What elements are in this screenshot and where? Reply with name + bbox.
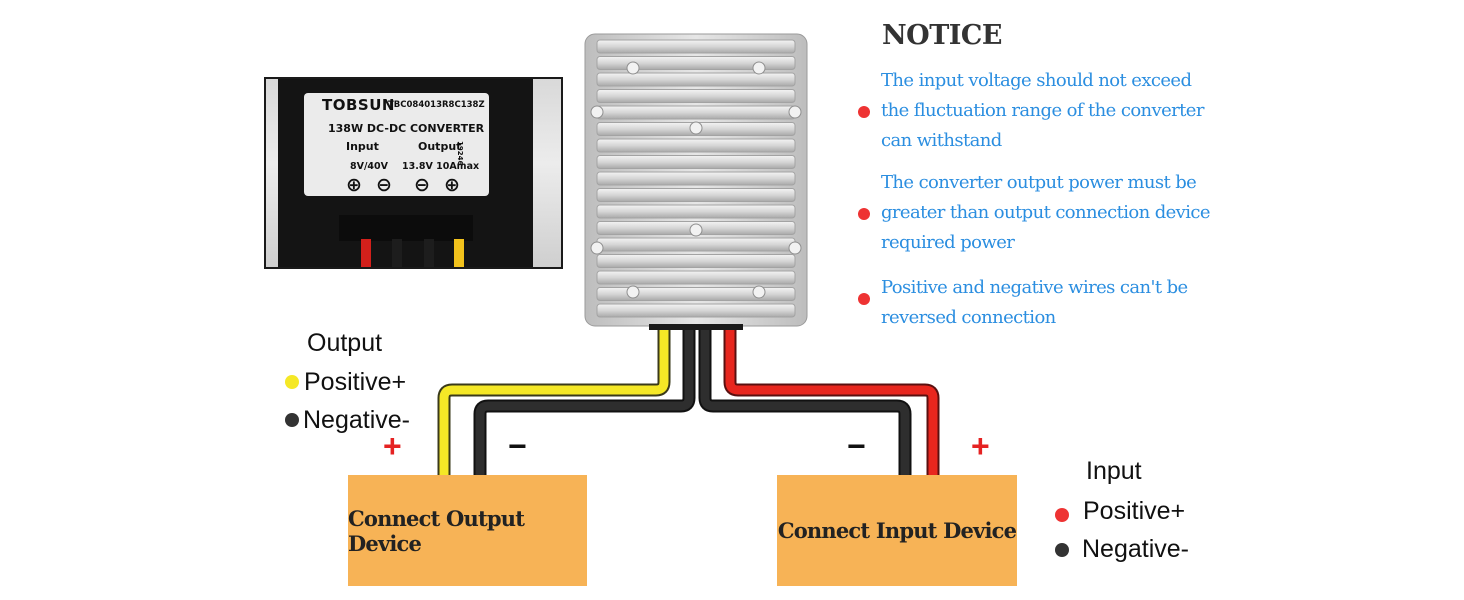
output-legend-title: Output [307, 329, 383, 357]
output-minus-sign: − [508, 428, 527, 464]
label-title: 138W DC-DC CONVERTER [328, 122, 485, 135]
label-brand: TOBSUN [322, 96, 395, 114]
heat-sink-fin [596, 72, 796, 87]
label-input-value: 8V/40V [350, 161, 389, 172]
inset-wire-black [424, 239, 434, 267]
mounting-screw-icon [689, 121, 703, 135]
converter-label-photo: TOBSUN TBC084013R8C138Z 138W DC-DC CONVE… [264, 77, 563, 269]
mounting-screw-icon [626, 285, 640, 299]
output-device-box: Connect Output Device [348, 475, 587, 586]
notice-item-1: The input voltage should not exceed the … [881, 70, 1204, 151]
heat-sink-fin [596, 56, 796, 70]
heat-sink-fin [596, 39, 796, 54]
mounting-screw-icon [590, 105, 604, 119]
heat-sink-fin [596, 237, 796, 252]
label-model: TBC084013R8C138Z [388, 100, 485, 110]
heat-sink-fin [596, 188, 796, 202]
input-legend-positive: Positive+ [1083, 497, 1186, 525]
input-device-label: Connect Input Device [777, 518, 1017, 543]
converter-body [584, 33, 808, 330]
heat-sink-fin [596, 287, 796, 301]
output-legend-negative: Negative- [303, 406, 410, 434]
yellow-dot-icon [285, 375, 299, 389]
input-device-box: Connect Input Device [777, 475, 1017, 586]
black-dot-icon [285, 413, 299, 427]
heat-sink-fin [596, 89, 796, 103]
notice-item-2: The converter output power must be great… [881, 172, 1211, 253]
notice-bullet-icon [858, 106, 870, 118]
label-input-header: Input [346, 140, 379, 153]
notice-title: NOTICE [882, 20, 1003, 51]
inset-wire-yellow [454, 239, 464, 267]
heat-sink-fin [596, 303, 796, 318]
label-output-header: Output [418, 140, 462, 153]
output-legend-positive: Positive+ [304, 368, 407, 396]
input-plus-sign: + [971, 428, 990, 464]
heat-sink-fin [596, 155, 796, 169]
label-output-value: 13.8V 10Amax [402, 161, 480, 172]
inset-wire-red [361, 239, 371, 267]
input-legend-negative: Negative- [1082, 535, 1189, 563]
heat-sink-fin [596, 171, 796, 186]
mounting-screw-icon [689, 223, 703, 237]
heat-sink-fin [596, 254, 796, 268]
heat-sink-fin [596, 105, 796, 120]
mounting-screw-icon [752, 61, 766, 75]
red-dot-icon [1055, 508, 1069, 522]
terminal-plus-icon: ⊕ [346, 174, 362, 196]
mounting-screw-icon [626, 61, 640, 75]
input-minus-sign: − [847, 428, 866, 464]
inset-terminal-block [339, 215, 473, 241]
mounting-screw-icon [788, 105, 802, 119]
terminal-minus-icon: ⊖ [376, 174, 392, 196]
heat-sink-fin [596, 270, 796, 285]
terminal-plus-icon: ⊕ [444, 174, 460, 196]
mounting-screw-icon [752, 285, 766, 299]
notice-item-3: Positive and negative wires can't be rev… [881, 277, 1188, 328]
converter-label: TOBSUN TBC084013R8C138Z 138W DC-DC CONVE… [304, 93, 489, 196]
heat-sink-fin [596, 204, 796, 219]
input-legend-title: Input [1086, 457, 1142, 485]
heat-sink-fin [596, 138, 796, 153]
output-plus-sign: + [383, 428, 402, 464]
black-dot-icon [1055, 543, 1069, 557]
mounting-screw-icon [788, 241, 802, 255]
label-code: 19246 [456, 141, 464, 166]
notice-bullet-icon [858, 293, 870, 305]
notice-bullet-icon [858, 208, 870, 220]
terminal-minus-icon: ⊖ [414, 174, 430, 196]
mounting-screw-icon [590, 241, 604, 255]
output-device-label: Connect Output Device [348, 505, 525, 556]
inset-wire-black [392, 239, 402, 267]
